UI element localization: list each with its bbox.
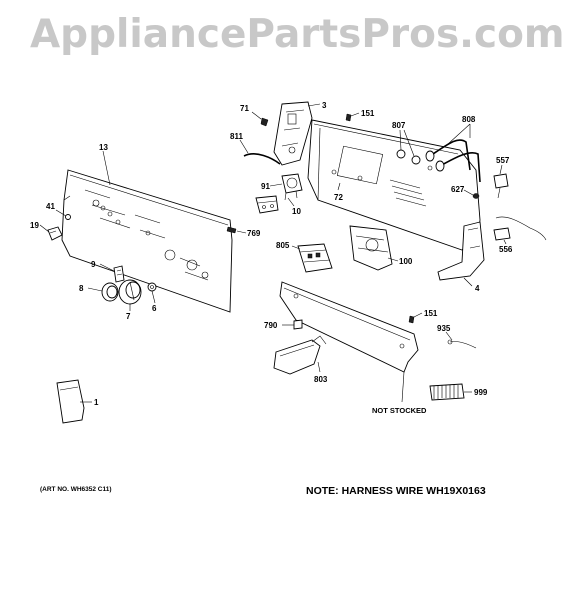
callout-10: 10 [292,207,301,216]
leader-19 [39,224,50,233]
art-number: (ART NO. WH6352 C11) [40,486,112,493]
part-not-stocked-bracket [279,281,419,373]
part-803-housing[interactable] [273,335,327,375]
leader-151-top [350,112,360,117]
callout-790: 790 [264,321,278,330]
callout-151-lower: 151 [424,309,438,318]
callout-41: 41 [46,202,55,211]
leader-91 [269,183,283,187]
part-808-inlet-hoses[interactable] [425,139,481,183]
part-100-control-module[interactable] [349,225,393,271]
callout-557: 557 [496,156,510,165]
leader-557 [499,164,503,175]
leader-41 [55,209,67,217]
callout-9: 9 [91,260,96,269]
part-19-button[interactable] [47,226,63,241]
callout-935: 935 [437,324,451,333]
leader-6 [151,290,156,304]
callout-4: 4 [475,284,480,293]
leader-100 [387,257,399,262]
leader-935 [445,331,453,341]
part-91-switch[interactable] [281,173,303,201]
part-71-screw[interactable] [260,117,269,127]
callout-769: 769 [247,229,261,238]
callout-803: 803 [314,375,328,384]
leader-71 [251,111,262,120]
leader-556 [503,239,507,245]
leader-3 [307,103,321,107]
callout-807: 807 [392,121,406,130]
callout-151-top: 151 [361,109,375,118]
callout-805: 805 [276,241,290,250]
leader-811 [239,139,249,154]
callout-556: 556 [499,245,513,254]
callout-71: 71 [240,104,249,113]
part-41-screw[interactable] [65,214,71,220]
callout-100: 100 [399,257,413,266]
part-4-end-cap[interactable] [437,221,485,281]
callout-6: 6 [152,304,157,313]
leader-808 [447,123,471,145]
callout-19: 19 [30,221,39,230]
leader-not-stocked [401,371,405,403]
part-811-wire[interactable] [243,153,281,165]
part-151-screw-top[interactable] [345,113,352,122]
leader-807 [399,129,415,157]
part-557-cord-clamp[interactable] [493,173,509,199]
callout-1: 1 [94,398,99,407]
leader-13 [102,150,111,186]
part-151-screw-lower[interactable] [408,315,415,324]
part-807-inlet-screens[interactable] [396,149,421,165]
part-13-control-panel[interactable] [61,169,233,313]
leader-803 [317,361,321,373]
leader-4 [463,277,473,287]
watermark: AppliancePartsPros.com [30,12,562,57]
part-6-nut[interactable] [147,282,157,292]
callout-811: 811 [230,132,243,141]
part-9-knob-insert[interactable] [113,265,125,283]
leader-72 [337,182,341,191]
part-769-screw[interactable] [226,226,237,234]
leader-151-lower [413,312,423,318]
part-556-harness[interactable] [493,216,547,241]
callout-3: 3 [322,101,327,110]
callout-91: 91 [261,182,270,191]
part-790-clip[interactable] [293,319,303,330]
part-805-switch[interactable] [297,243,333,273]
leader-805 [291,245,301,250]
harness-note: NOTE: HARNESS WIRE WH19X0163 [306,485,486,497]
part-1-owners-manual[interactable] [56,379,85,424]
part-7-knob[interactable] [118,279,142,305]
part-10-mount[interactable] [255,195,279,214]
part-627-grommet[interactable] [472,193,480,199]
callout-627: 627 [451,185,465,194]
part-3-bracket[interactable] [273,101,313,166]
callout-808: 808 [462,115,476,124]
part-8-knob[interactable] [101,282,119,302]
leader-627 [463,189,474,196]
leader-8 [87,287,103,292]
not-stocked-label: NOT STOCKED [372,406,427,415]
callout-999: 999 [474,388,488,397]
callout-7: 7 [126,312,131,321]
callout-8: 8 [79,284,84,293]
leader-10 [287,197,295,207]
callout-13: 13 [99,143,108,152]
part-999-harness[interactable] [429,383,465,401]
callout-72: 72 [334,193,343,202]
part-935-wire[interactable] [447,339,477,349]
leader-769 [236,230,247,234]
leader-9 [99,263,115,272]
